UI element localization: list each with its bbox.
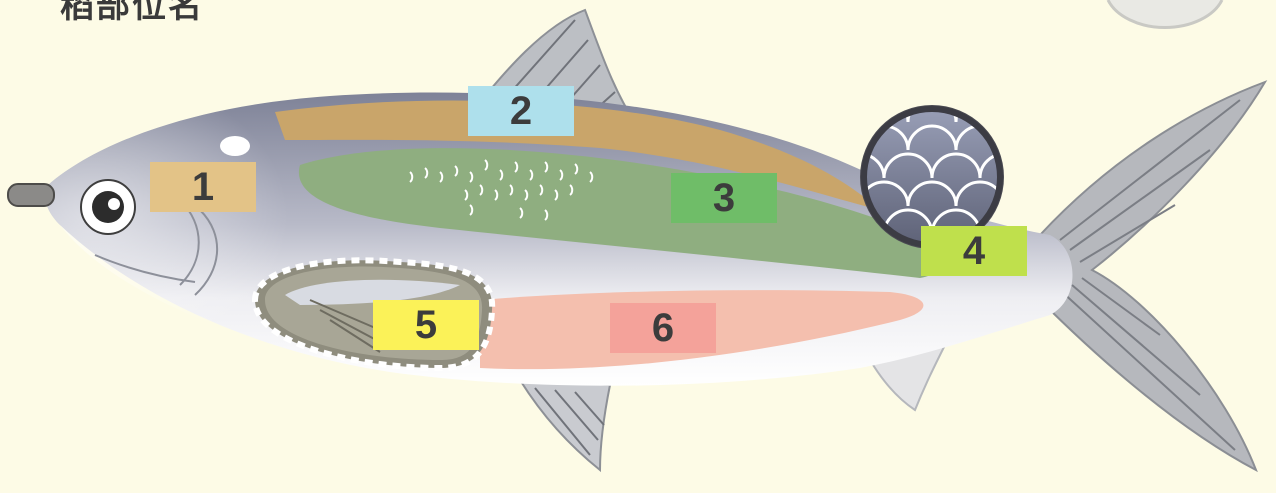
nostril-spot: [220, 136, 250, 156]
page-heading: 稻部位名: [60, 0, 204, 27]
corner-circle: [1108, 0, 1222, 28]
label-tag-3: 3: [671, 173, 777, 223]
eye-icon: [81, 180, 135, 234]
label-tag-4: 4: [921, 226, 1027, 276]
label-tag-1: 1: [150, 162, 256, 212]
label-tag-6: 6: [610, 303, 716, 353]
tail-fin: [1040, 82, 1265, 470]
pelvic-fin: [520, 380, 610, 470]
label-tag-2: 2: [468, 86, 574, 136]
label-tag-5: 5: [373, 300, 479, 350]
mouth-rod: [8, 184, 54, 206]
